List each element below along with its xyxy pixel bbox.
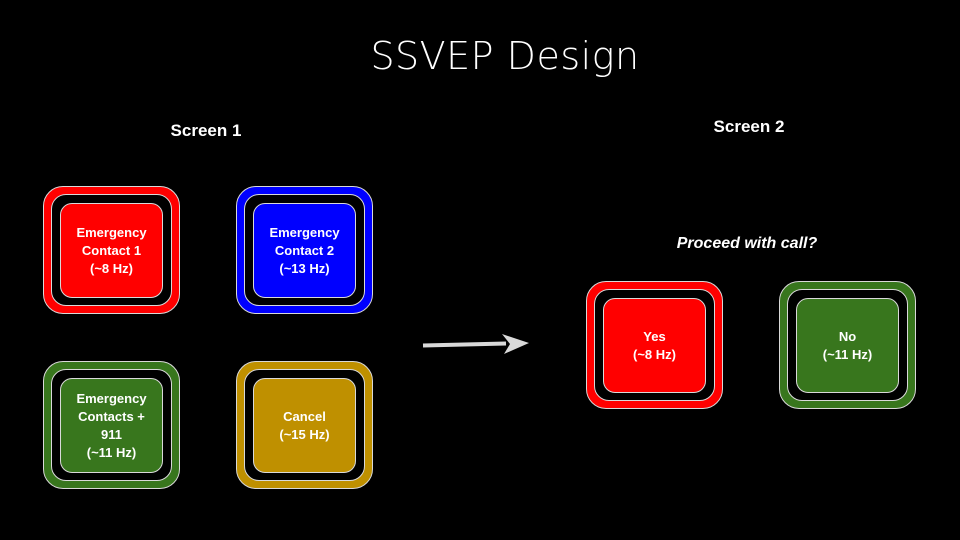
- stimulus-cancel[interactable]: Cancel (~15 Hz): [236, 361, 373, 489]
- arrow-shaft: [422, 341, 507, 348]
- stimulus-inner: Emergency Contacts + 911 (~11 Hz): [60, 378, 163, 473]
- screen2-label: Screen 2: [713, 117, 785, 136]
- right-arrow-icon: [422, 334, 529, 354]
- proceed-question: Proceed with call?: [676, 235, 818, 252]
- stimulus-yes[interactable]: Yes (~8 Hz): [586, 281, 723, 409]
- stimulus-emergency-contact-2[interactable]: Emergency Contact 2 (~13 Hz): [236, 186, 373, 314]
- stimulus-emergency-contact-1[interactable]: Emergency Contact 1 (~8 Hz): [43, 186, 180, 314]
- stimulus-inner: Emergency Contact 1 (~8 Hz): [60, 203, 163, 298]
- stimulus-label: Emergency Contacts + 911 (~11 Hz): [76, 390, 147, 460]
- stimulus-no[interactable]: No (~11 Hz): [779, 281, 916, 409]
- slide-title: SSVEP Design: [370, 34, 640, 78]
- stimulus-emergency-contacts-911[interactable]: Emergency Contacts + 911 (~11 Hz): [43, 361, 180, 489]
- arrow-head: [502, 334, 529, 354]
- stimulus-label: Yes (~8 Hz): [633, 328, 676, 362]
- stimulus-inner: Yes (~8 Hz): [603, 298, 706, 393]
- stimulus-label: Emergency Contact 1 (~8 Hz): [76, 224, 147, 276]
- stimulus-label: Cancel (~15 Hz): [279, 408, 330, 442]
- stimulus-inner: No (~11 Hz): [796, 298, 899, 393]
- stimulus-inner: Cancel (~15 Hz): [253, 378, 356, 473]
- stimulus-label: Emergency Contact 2 (~13 Hz): [269, 224, 340, 276]
- stimulus-label: No (~11 Hz): [822, 328, 873, 362]
- stimulus-inner: Emergency Contact 2 (~13 Hz): [253, 203, 356, 298]
- screen1-label: Screen 1: [170, 121, 242, 140]
